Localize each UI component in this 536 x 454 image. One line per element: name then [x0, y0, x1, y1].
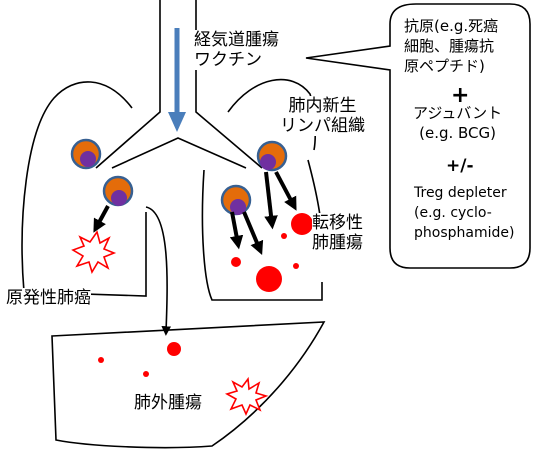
- plus-minus-sign: +/-: [446, 155, 474, 177]
- extrapulmonary-label: 肺外腫瘍: [134, 393, 202, 413]
- dead-tumor-burst-1: [73, 232, 114, 272]
- vaccine-label: 経気道腫瘍 ワクチン: [194, 30, 279, 70]
- adjuvant-text: アジュバント (e.g. BCG): [413, 103, 502, 143]
- cell-2: [104, 177, 132, 206]
- immune-cells: [72, 140, 286, 215]
- cell-1: [72, 140, 100, 168]
- dead-tumor-burst-2: [227, 379, 266, 414]
- metastatic-label: 転移性 肺腫瘍: [312, 213, 363, 253]
- primary-cancer-label: 原発性肺癌: [6, 288, 91, 308]
- treg-depleter-text: Treg depleter (e.g. cyclo- phosphamide): [414, 183, 514, 243]
- cell-4: [222, 186, 250, 215]
- liver-outline: [52, 322, 324, 448]
- antigen-text: 抗原(e.g.死癌 細胞、腫瘍抗 原ペプチド): [404, 16, 498, 76]
- cell-3: [258, 142, 286, 170]
- vaccine-arrow: [168, 28, 186, 132]
- metastasis-arrow: [146, 207, 167, 332]
- lymph-tissue-label: 肺内新生 リンパ組織: [280, 96, 365, 136]
